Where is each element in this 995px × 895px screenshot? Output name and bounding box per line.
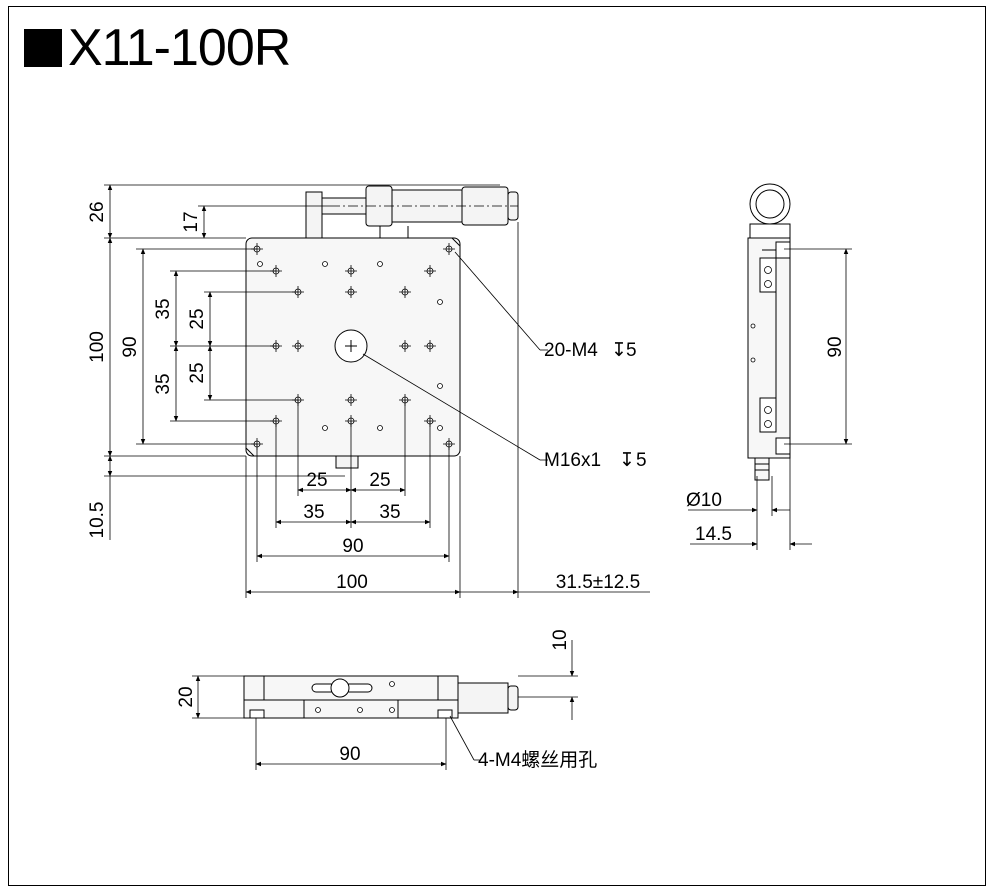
dim-35-upper: 35 xyxy=(153,298,174,319)
callout-tapped-holes: 20-M4 xyxy=(544,340,598,361)
dim-diameter-10: Ø10 xyxy=(686,490,722,511)
dim-10: 10 xyxy=(550,629,571,650)
hole xyxy=(345,286,357,298)
front-view-dimensions xyxy=(192,640,578,770)
front-view-holes xyxy=(315,681,395,713)
front-body xyxy=(243,675,459,719)
hole xyxy=(345,394,357,406)
dim-20: 20 xyxy=(176,686,197,707)
dim-90-front: 90 xyxy=(339,744,360,765)
callout-center-hole: M16x1 xyxy=(544,450,601,471)
dim-10-5: 10.5 xyxy=(87,502,108,539)
hole xyxy=(424,265,436,277)
drawing-border xyxy=(8,6,986,886)
hole xyxy=(443,243,455,255)
front-view-labels: 20 10 90 4-M4螺丝用孔 xyxy=(176,629,597,771)
side-view xyxy=(747,183,791,481)
dim-100-horizontal: 100 xyxy=(336,572,368,593)
dim-90-vertical: 90 xyxy=(120,336,141,357)
lock-knob xyxy=(335,455,359,469)
dim-26: 26 xyxy=(87,201,108,222)
callout-center-depth: 5 xyxy=(636,450,647,471)
dim-17: 17 xyxy=(181,211,202,232)
dim-90-horizontal: 90 xyxy=(342,536,363,557)
callout-tapped-depth: 5 xyxy=(626,340,637,361)
hole xyxy=(292,340,304,352)
hole xyxy=(345,265,357,277)
hole xyxy=(399,286,411,298)
front-micrometer xyxy=(457,682,509,714)
dim-14-5: 14.5 xyxy=(695,524,732,545)
micrometer-bracket xyxy=(305,191,323,239)
depth-symbol-icon: ↧ xyxy=(611,340,627,361)
depth-symbol-icon: ↧ xyxy=(619,450,635,471)
side-view-labels: 90 Ø10 14.5 xyxy=(686,336,846,545)
side-view-dimensions xyxy=(688,248,852,550)
page-title: X11-100R xyxy=(68,19,291,77)
callout-mount-holes: 4-M4螺丝用孔 xyxy=(478,749,597,771)
dim-35-right: 35 xyxy=(379,502,400,523)
dim-25-upper: 25 xyxy=(187,308,208,329)
dim-25-left: 25 xyxy=(306,470,327,491)
front-view xyxy=(243,675,519,719)
dim-35-lower: 35 xyxy=(153,373,174,394)
top-view-labels: 26 17 100 90 35 25 25 35 10.5 25 25 35 3… xyxy=(87,201,647,593)
dim-25-lower: 25 xyxy=(187,362,208,383)
title-square-icon xyxy=(24,29,62,67)
side-view-screws xyxy=(750,266,772,428)
dim-90-side: 90 xyxy=(825,336,846,357)
top-view-dimensions xyxy=(104,184,650,598)
top-view xyxy=(245,185,519,469)
dim-35-left: 35 xyxy=(303,502,324,523)
title-block: X11-100R xyxy=(24,19,291,77)
hole xyxy=(399,340,411,352)
hole xyxy=(424,340,436,352)
dim-25-right: 25 xyxy=(369,470,390,491)
dim-100-vertical: 100 xyxy=(87,331,108,363)
dim-travel: 31.5±12.5 xyxy=(556,572,640,593)
